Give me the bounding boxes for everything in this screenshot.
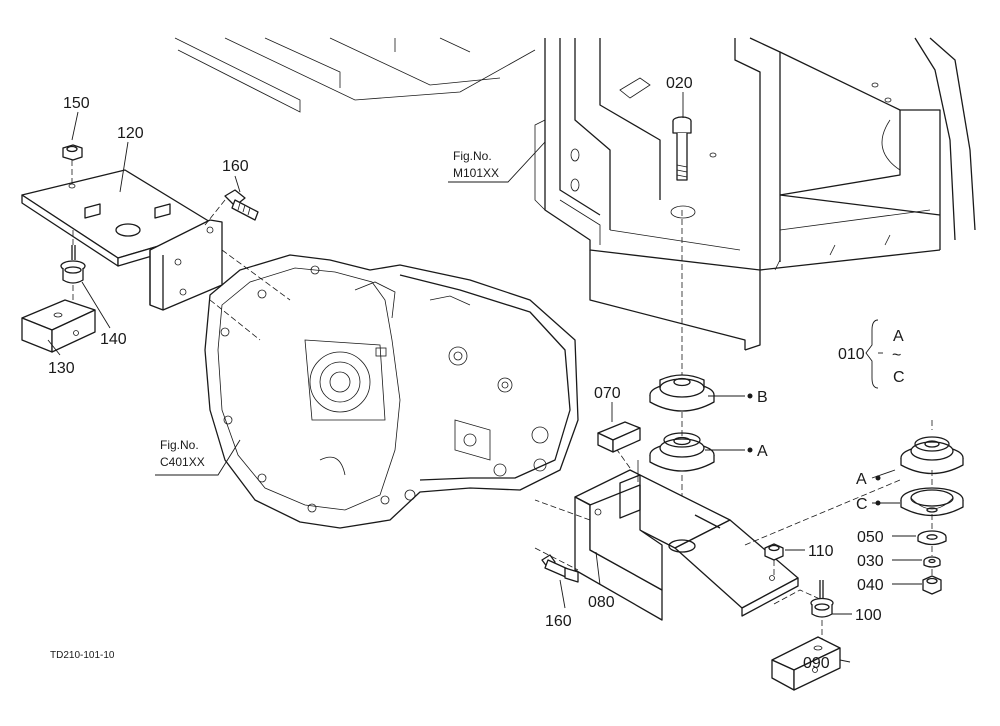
nut-150	[62, 144, 83, 186]
nut-110	[764, 543, 784, 578]
label-090: 090	[803, 655, 830, 672]
range-sep: ~	[892, 347, 901, 364]
right-stack-guide	[744, 479, 901, 546]
fig-ref-m101-line2: M101XX	[453, 166, 499, 180]
label-100: 100	[855, 607, 882, 624]
marker-a-center: A	[757, 443, 768, 460]
fig-ref-m101-line1: Fig.No.	[453, 149, 492, 163]
range-top: A	[893, 328, 904, 345]
rubber-mount-100	[773, 580, 834, 640]
label-120: 120	[117, 125, 144, 142]
label-160-upper: 160	[222, 158, 249, 175]
cushion-b	[649, 374, 715, 412]
label-010: 010	[838, 346, 865, 363]
leader-dots	[747, 393, 881, 506]
bolt-020	[672, 116, 692, 540]
label-040: 040	[857, 577, 884, 594]
rubber-mount-140	[60, 230, 86, 300]
label-020: 020	[666, 75, 693, 92]
cushion-c-right	[900, 487, 964, 517]
range-bottom: C	[893, 369, 905, 386]
bracket-080	[534, 439, 799, 621]
spacer-070	[597, 421, 641, 453]
bolt-160-lower	[534, 547, 579, 583]
label-150: 150	[63, 95, 90, 112]
marker-b: B	[757, 389, 768, 406]
label-160-lower: 160	[545, 613, 572, 630]
label-110: 110	[808, 543, 834, 560]
washer-030	[923, 556, 941, 568]
marker-c-right: C	[856, 496, 868, 513]
bolt-160-upper	[204, 189, 259, 226]
label-030: 030	[857, 553, 884, 570]
fig-ref-c401-line2: C401XX	[160, 455, 205, 469]
washer-050	[917, 530, 947, 546]
block-090	[771, 636, 841, 691]
label-130: 130	[48, 360, 75, 377]
block-130	[21, 299, 96, 353]
label-080: 080	[588, 594, 615, 611]
nut-040	[922, 575, 942, 595]
figure-code: TD210-101-10	[50, 650, 115, 661]
cushion-a-right	[900, 436, 964, 475]
label-140: 140	[100, 331, 127, 348]
label-050: 050	[857, 529, 884, 546]
transmission-housing	[204, 254, 579, 529]
bracket-120	[21, 169, 291, 341]
frame-assembly	[174, 37, 976, 351]
label-070: 070	[594, 385, 621, 402]
cushion-a-center	[649, 432, 715, 472]
fig-ref-c401-line1: Fig.No.	[160, 438, 199, 452]
marker-a-right: A	[856, 471, 867, 488]
